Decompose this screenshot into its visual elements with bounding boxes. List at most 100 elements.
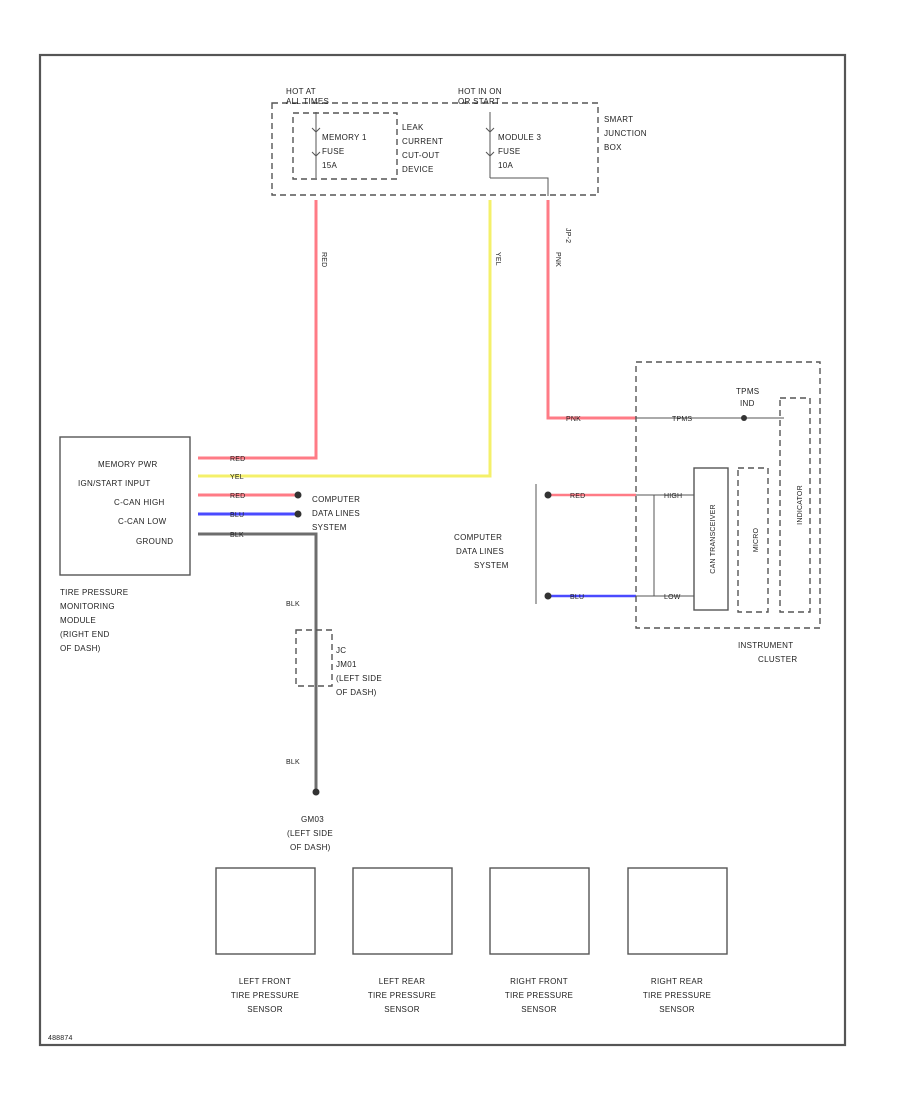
tpms-ind-terminal (741, 415, 747, 421)
ground-label-3: OF DASH) (290, 843, 331, 852)
tpms-module-name-3: MODULE (60, 616, 96, 625)
hot-in-on-label-2: OR START (458, 97, 500, 106)
can-high-terminal (294, 491, 302, 499)
junction-box-name-3: BOX (604, 143, 622, 152)
blk-lower-label: BLK (286, 759, 300, 766)
hot-at-all-times-label-2: ALL TIMES (286, 97, 329, 106)
module-fuse-line-3: 10A (498, 161, 513, 170)
memory-fuse-line-2: FUSE (322, 147, 345, 156)
junction-box-name-2: JUNCTION (604, 129, 647, 138)
cluster-outline (635, 361, 821, 629)
sensor-rf-3: SENSOR (521, 1005, 557, 1014)
sensor-lf-1: LEFT FRONT (239, 977, 291, 986)
hot-at-all-times-label-1: HOT AT (286, 87, 316, 96)
blk-ground-label: BLK (230, 532, 244, 539)
red-can-high-label: RED (230, 493, 245, 500)
yel-wire-label-h: YEL (230, 474, 244, 481)
outer-frame (38, 53, 847, 1047)
yel-wire-label-vertical: YEL (494, 252, 501, 266)
indicator-box (779, 397, 811, 613)
tpms-pin-can-low: C-CAN LOW (118, 517, 167, 526)
cluster-name-1: INSTRUMENT (738, 641, 793, 650)
can-high-pin-label: HIGH (664, 493, 682, 500)
blk-upper-label: BLK (286, 601, 300, 608)
blu-can-low-label: BLU (230, 512, 244, 519)
pnk-cluster-label: PNK (566, 416, 581, 423)
tpms-module: MEMORY PWR IGN/START INPUT C-CAN HIGH C-… (59, 436, 191, 653)
junction-box-name-1: SMART (604, 115, 633, 124)
micro-label: MICRO (753, 527, 760, 552)
cluster-can-low-terminal (544, 592, 552, 600)
module-fuse-symbol (485, 112, 495, 178)
sensor-rr-1: RIGHT REAR (651, 977, 703, 986)
tpms-pin-ground: GROUND (136, 537, 173, 546)
tpms-pin-can-high: C-CAN HIGH (114, 498, 165, 507)
jc-label-4: OF DASH) (336, 688, 377, 697)
fuse-inner-box (292, 112, 398, 180)
black-wire-ground (198, 532, 318, 790)
can-transceiver-label: CAN TRANSCEIVER (710, 504, 717, 573)
sensor-rf-1: RIGHT FRONT (510, 977, 568, 986)
leak-device-line-3: CUT-OUT (402, 151, 440, 160)
sensor-lr-1: LEFT REAR (379, 977, 426, 986)
red-wire-label-h: RED (230, 456, 245, 463)
leak-device-line-1: LEAK (402, 123, 424, 132)
sensor-box-right-rear (627, 867, 728, 955)
tpms-module-box (59, 436, 191, 576)
ground-label-2: (LEFT SIDE (287, 829, 333, 838)
cluster-red-label: RED (570, 493, 585, 500)
cdl-left-2: DATA LINES (312, 509, 360, 518)
cdl-right-2: DATA LINES (456, 547, 504, 556)
memory-fuse-symbol (311, 112, 321, 178)
micro-box (737, 467, 769, 613)
tpms-pin-ign-input: IGN/START INPUT (78, 479, 151, 488)
sensor-rr-3: SENSOR (659, 1005, 695, 1014)
pink-wire-to-cluster (546, 200, 636, 420)
leak-device-line-2: CURRENT (402, 137, 443, 146)
module-fuse-line-1: MODULE 3 (498, 133, 542, 142)
wires (198, 200, 636, 790)
tpms-ind-label-2: IND (740, 399, 755, 408)
tpms-module-name-1: TIRE PRESSURE (60, 588, 128, 597)
leak-device-line-4: DEVICE (402, 165, 434, 174)
hot-in-on-label-1: HOT IN ON (458, 87, 502, 96)
cluster-name-2: CLUSTER (758, 655, 797, 664)
jc-label-1: JC (336, 646, 346, 655)
tpms-ind-label-1: TPMS (736, 387, 759, 396)
jp2-connector-line (490, 177, 549, 196)
cluster-internal-lines (636, 494, 694, 597)
red-wire-memory-pwr (198, 200, 318, 460)
ground-label-1: GM03 (301, 815, 324, 824)
memory-fuse-line-1: MEMORY 1 (322, 133, 367, 142)
tpms-pin-memory-pwr: MEMORY PWR (98, 460, 158, 469)
smart-junction-box: HOT AT ALL TIMES HOT IN ON OR START MEMO… (271, 87, 647, 267)
cdl-right-1: COMPUTER (454, 533, 502, 542)
module-fuse-line-2: FUSE (498, 147, 521, 156)
tpms-module-name-4: (RIGHT END (60, 630, 110, 639)
sensor-box-right-front (489, 867, 590, 955)
can-low-pin-label: LOW (664, 594, 681, 601)
instrument-cluster: TPMS IND TPMS INDICATOR MICRO CAN TRANSC… (635, 361, 821, 664)
red-wire-label-vertical: RED (320, 252, 327, 267)
cluster-can-high-terminal (544, 491, 552, 499)
tire-pressure-sensors: LEFT FRONT TIRE PRESSURE SENSOR LEFT REA… (215, 867, 728, 1014)
sensor-rf-2: TIRE PRESSURE (505, 991, 573, 1000)
jc-label-3: (LEFT SIDE (336, 674, 382, 683)
cdl-left-1: COMPUTER (312, 495, 360, 504)
can-low-terminal (294, 510, 302, 518)
tpms-module-name-5: OF DASH) (60, 644, 101, 653)
tpms-module-name-2: MONITORING (60, 602, 115, 611)
sensor-lf-2: TIRE PRESSURE (231, 991, 299, 1000)
figure-id: 488874 (48, 1035, 73, 1042)
sensor-box-left-rear (352, 867, 453, 955)
can-transceiver-box (693, 467, 729, 611)
cluster-tpms-wire-label: TPMS (672, 416, 692, 423)
pnk-wire-label-vertical: PNK (554, 252, 561, 267)
yellow-wire-ign-input (198, 200, 492, 478)
memory-fuse-line-3: 15A (322, 161, 337, 170)
sensor-lr-2: TIRE PRESSURE (368, 991, 436, 1000)
indicator-label: INDICATOR (797, 485, 804, 525)
sensor-rr-2: TIRE PRESSURE (643, 991, 711, 1000)
